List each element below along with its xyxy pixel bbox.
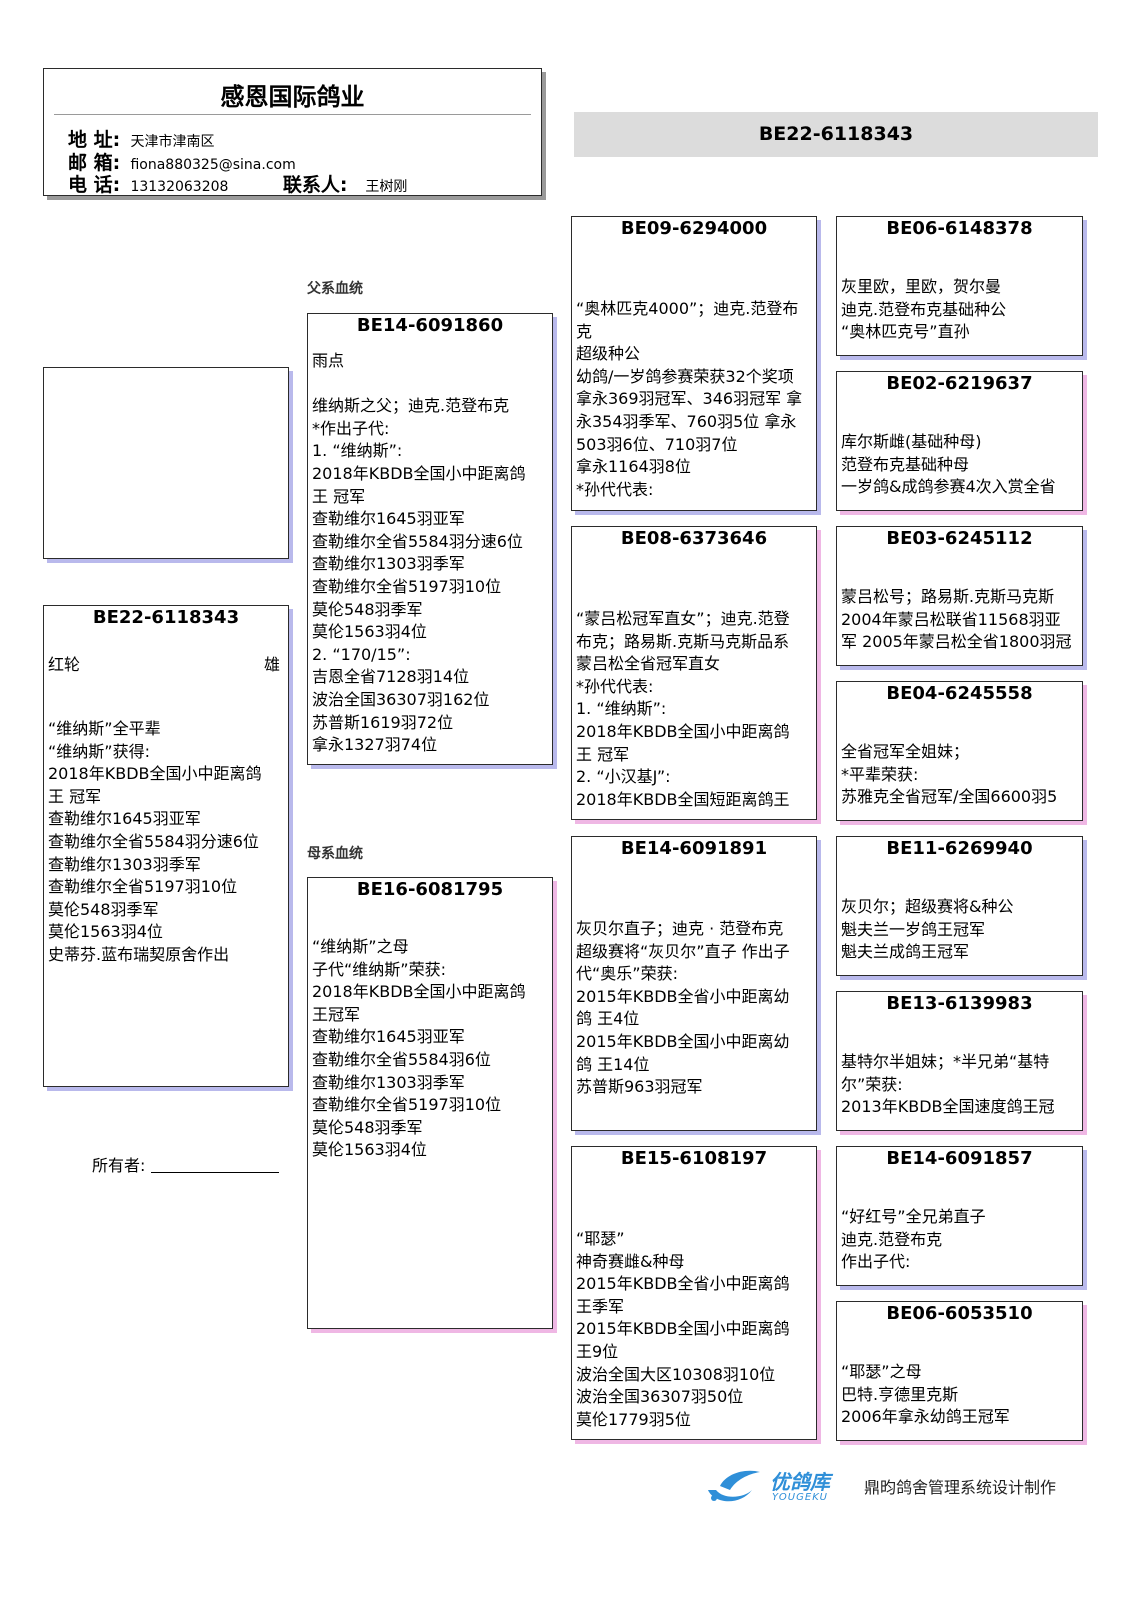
ggp-2-ring: BE02-6219637: [886, 373, 1033, 394]
phone-value: 13132063208: [130, 179, 229, 195]
main-ring-banner: BE22-6118343: [574, 112, 1098, 157]
ggp-6-ring: BE13-6139983: [886, 993, 1033, 1014]
ggp-8-notes: “耶瑟”之母 巴特.亨德里克斯 2006年拿永幼鸽王冠军: [841, 1362, 1010, 1427]
owner-row: 所有者:: [92, 1152, 280, 1176]
ggp-4-notes: 全省冠军全姐妹； *平辈荣获: 苏雅克全省冠军/全国6600羽5: [841, 742, 1058, 807]
ggp-7-notes: “好红号”全兄弟直子 迪克.范登布克 作出子代:: [841, 1207, 986, 1272]
contact-value: 王树刚: [365, 179, 408, 195]
subject-color-sex-row: 红轮 雄: [44, 651, 288, 674]
subject-card: BE22-6118343 红轮 雄 “维纳斯”全平辈 “维纳斯”获得: 2018…: [43, 605, 289, 1087]
header-divider: [54, 114, 531, 115]
email-row: 邮 箱: fiona880325@sina.com: [68, 148, 296, 175]
pigeon-photo: [43, 367, 289, 559]
contact-label: 联系人:: [282, 174, 348, 196]
ggp-6-notes: 基特尔半姐妹；*半兄弟“基特 尔”荣获: 2013年KBDB全国速度鸽王冠: [841, 1052, 1055, 1117]
ggp-3-card: BE03-6245112 蒙吕松号；路易斯.克斯马克斯 2004年蒙吕松联省11…: [836, 526, 1083, 666]
ggp-1-ring: BE06-6148378: [886, 218, 1033, 239]
ggp-2-notes: 库尔斯雌(基础种母) 范登布克基础种母 一岁鸽&成鸽参赛4次入赏全省: [841, 432, 1056, 497]
phone-row: 电 话: 13132063208 联系人: 王树刚: [68, 170, 408, 196]
ggp-8-ring: BE06-6053510: [886, 1303, 1033, 1324]
subject-sex: 雄: [263, 655, 280, 674]
ggp-4-card: BE04-6245558 全省冠军全姐妹； *平辈荣获: 苏雅克全省冠军/全国6…: [836, 681, 1083, 821]
logo-subtitle: YOUGEKU: [772, 1492, 828, 1503]
address-row: 地 址: 天津市津南区: [68, 125, 214, 152]
grandsire-paternal-notes: “奥林匹克4000”；迪克.范登布 克 超级种公 幼鸽/一岁鸽参赛荣获32个奖项…: [576, 299, 803, 499]
address-value: 天津市津南区: [130, 134, 215, 150]
granddam-paternal-ring: BE08-6373646: [620, 528, 768, 549]
ggp-1-card: BE06-6148378 灰里欧，里欧，贺尔曼 迪克.范登布克基础种公 “奥林匹…: [836, 216, 1083, 356]
email-value: fiona880325@sina.com: [130, 157, 296, 173]
grandsire-paternal-card: BE09-6294000 “奥林匹克4000”；迪克.范登布 克 超级种公 幼鸽…: [571, 216, 817, 511]
subject-ring: BE22-6118343: [92, 607, 240, 628]
grandsire-maternal-card: BE14-6091891 灰贝尔直子；迪克 · 范登布克 超级赛将“灰贝尔”直子…: [571, 836, 817, 1131]
granddam-maternal-card: BE15-6108197 “耶瑟” 神奇赛雌&种母 2015年KBDB全省小中距…: [571, 1146, 817, 1440]
dam-notes: “维纳斯”之母 子代“维纳斯”荣获: 2018年KBDB全国小中距离鸽 王冠军 …: [312, 937, 526, 1160]
granddam-maternal-ring: BE15-6108197: [620, 1148, 768, 1169]
grandsire-maternal-ring: BE14-6091891: [620, 838, 768, 859]
ggp-5-notes: 灰贝尔；超级赛将&种公 魁夫兰一岁鸽王冠军 魁夫兰成鸽王冠军: [841, 897, 1014, 962]
sire-notes: 雨点 维纳斯之父；迪克.范登布克 *作出子代: 1. “维纳斯”: 2018年K…: [312, 351, 526, 755]
ggp-6-card: BE13-6139983 基特尔半姐妹；*半兄弟“基特 尔”荣获: 2013年K…: [836, 991, 1083, 1131]
grandsire-paternal-ring: BE09-6294000: [620, 218, 768, 239]
yougeku-logo-icon: [708, 1470, 760, 1502]
ggp-4-ring: BE04-6245558: [886, 683, 1033, 704]
owner-label: 所有者:: [92, 1156, 146, 1175]
dam-ring: BE16-6081795: [356, 879, 504, 900]
loft-title: 感恩国际鸽业: [220, 83, 365, 111]
subject-notes: “维纳斯”全平辈 “维纳斯”获得: 2018年KBDB全国小中距离鸽 王 冠军 …: [48, 719, 262, 964]
grandsire-maternal-notes: 灰贝尔直子；迪克 · 范登布克 超级赛将“灰贝尔”直子 作出子 代“奥乐”荣获:…: [576, 919, 790, 1097]
credit-text: 鼎昀鸽舍管理系统设计制作: [864, 1478, 1057, 1497]
granddam-paternal-card: BE08-6373646 “蒙吕松冠军直女”；迪克.范登 布克；路易斯.克斯马克…: [571, 526, 817, 820]
ggp-3-ring: BE03-6245112: [886, 528, 1033, 549]
dam-card: BE16-6081795 “维纳斯”之母 子代“维纳斯”荣获: 2018年KBD…: [307, 877, 553, 1329]
phone-label: 电 话:: [68, 174, 121, 196]
granddam-paternal-notes: “蒙吕松冠军直女”；迪克.范登 布克；路易斯.克斯马克斯品系 蒙吕松全省冠军直女…: [576, 609, 790, 809]
dam-line-label: 母系血统: [307, 846, 363, 862]
granddam-maternal-notes: “耶瑟” 神奇赛雌&种母 2015年KBDB全省小中距离鸽 王季军 2015年K…: [576, 1229, 790, 1429]
ggp-3-notes: 蒙吕松号；路易斯.克斯马克斯 2004年蒙吕松联省11568羽亚 军 2005年…: [841, 587, 1072, 652]
ggp-7-card: BE14-6091857 “好红号”全兄弟直子 迪克.范登布克 作出子代:: [836, 1146, 1083, 1286]
sire-card: BE14-6091860 雨点 维纳斯之父；迪克.范登布克 *作出子代: 1. …: [307, 313, 553, 765]
sire-ring: BE14-6091860: [356, 315, 504, 336]
ggp-8-card: BE06-6053510 “耶瑟”之母 巴特.亨德里克斯 2006年拿永幼鸽王冠…: [836, 1301, 1083, 1441]
owner-blank: [151, 1172, 280, 1173]
email-label: 邮 箱:: [68, 152, 121, 174]
subject-color: 红轮: [48, 655, 81, 674]
ggp-5-ring: BE11-6269940: [886, 838, 1033, 859]
sire-line-label: 父系血统: [307, 281, 363, 297]
ggp-2-card: BE02-6219637 库尔斯雌(基础种母) 范登布克基础种母 一岁鸽&成鸽参…: [836, 371, 1083, 511]
ggp-5-card: BE11-6269940 灰贝尔；超级赛将&种公 魁夫兰一岁鸽王冠军 魁夫兰成鸽…: [836, 836, 1083, 976]
logo-name: 优鸽库: [770, 1470, 830, 1494]
header-card: 感恩国际鸽业 地 址: 天津市津南区 邮 箱: fiona880325@sina…: [43, 68, 542, 196]
address-label: 地 址:: [68, 129, 121, 151]
ggp-7-ring: BE14-6091857: [886, 1148, 1033, 1169]
ggp-1-notes: 灰里欧，里欧，贺尔曼 迪克.范登布克基础种公 “奥林匹克号”直孙: [841, 277, 1007, 342]
